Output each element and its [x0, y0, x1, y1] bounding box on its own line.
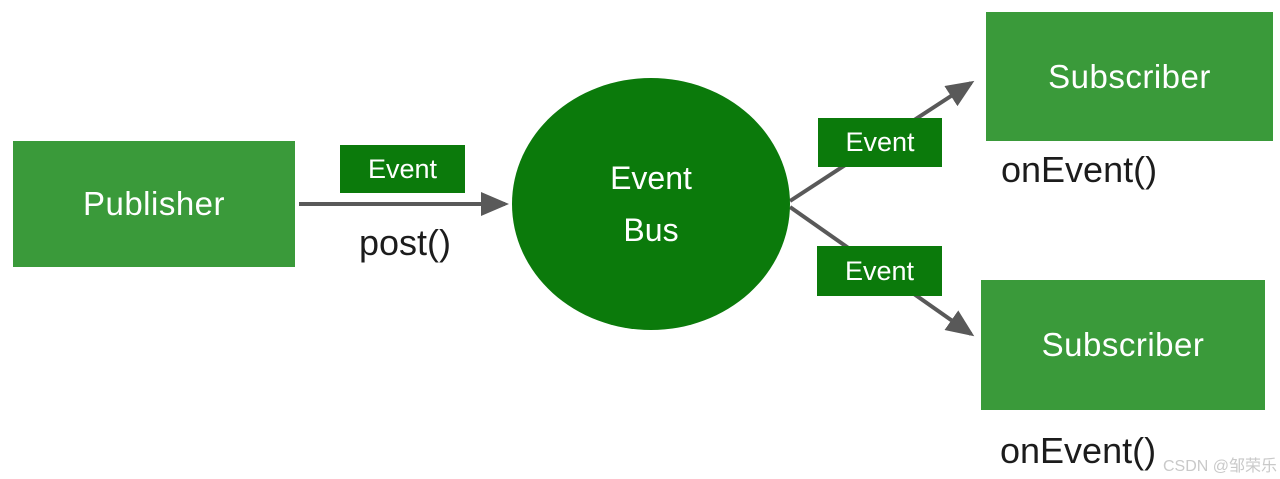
subscriber-bottom-node: Subscriber: [981, 280, 1265, 410]
publisher-node: Publisher: [13, 141, 295, 267]
event-label-bottom: Event: [817, 246, 942, 296]
watermark: CSDN @邹荣乐: [1163, 458, 1278, 475]
event-label-top-text: Event: [845, 127, 915, 157]
event-bus-node: Event Bus: [512, 78, 790, 330]
event-bus-label-line2: Bus: [623, 212, 679, 248]
on-event-bottom-text: onEvent(): [1000, 430, 1157, 471]
event-label-top: Event: [818, 118, 942, 167]
subscriber-bottom-label: Subscriber: [1041, 326, 1205, 363]
event-bus-label-line1: Event: [610, 160, 692, 196]
event-label-bottom-text: Event: [844, 255, 915, 286]
subscriber-top-label: Subscriber: [1048, 57, 1211, 95]
on-event-top-text: onEvent(): [1001, 149, 1158, 190]
event-label-left-text: Event: [367, 153, 438, 184]
event-label-left: Event: [340, 145, 465, 193]
publisher-label: Publisher: [82, 185, 226, 222]
subscriber-top-node: Subscriber: [986, 12, 1273, 141]
post-method-text: post(): [358, 222, 452, 263]
